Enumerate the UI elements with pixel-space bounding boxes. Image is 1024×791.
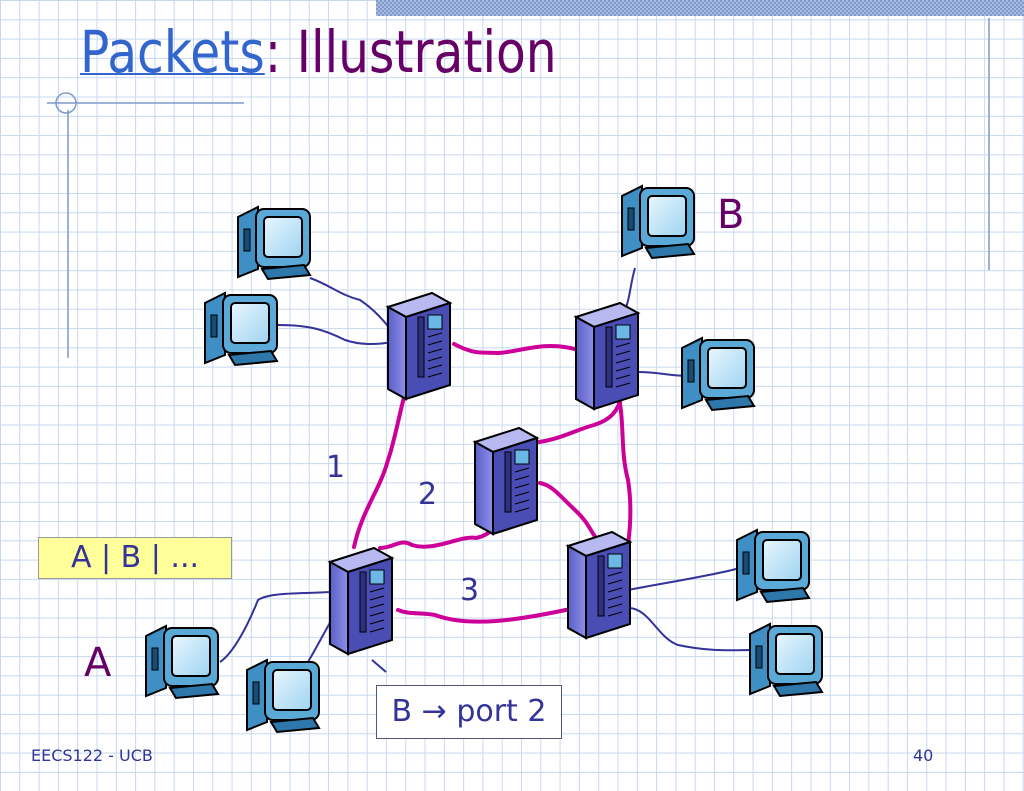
path-label-1: 1	[326, 450, 346, 485]
computer-icon	[237, 206, 311, 280]
slide-title: Packets: Illustration	[80, 18, 557, 86]
computer-icon	[681, 337, 755, 411]
title-rest: : Illustration	[264, 18, 557, 86]
decorative-band	[376, 0, 1024, 16]
router-icon	[329, 547, 393, 655]
packet-header: A | B | ...	[38, 537, 232, 579]
router-icon	[567, 531, 631, 639]
computer-icon	[246, 659, 320, 733]
path-label-3: 3	[460, 573, 480, 608]
computer-a-icon	[145, 625, 219, 699]
host-label-a: A	[84, 640, 112, 686]
computer-icon	[749, 623, 823, 697]
computer-b-icon	[621, 185, 695, 259]
host-label-b: B	[717, 192, 745, 238]
path-label-2: 2	[418, 477, 438, 512]
page-number: 40	[913, 746, 934, 765]
computer-icon	[736, 529, 810, 603]
router-links	[352, 342, 633, 624]
footer-course: EECS122 - UCB	[31, 746, 153, 765]
routing-table-entry: B → port 2	[376, 685, 562, 739]
router-icon	[575, 302, 639, 410]
title-link[interactable]: Packets	[80, 18, 265, 86]
router-icon	[474, 427, 538, 535]
router-icon	[387, 292, 451, 400]
computer-icon	[204, 292, 278, 366]
slide-guides	[47, 18, 990, 358]
